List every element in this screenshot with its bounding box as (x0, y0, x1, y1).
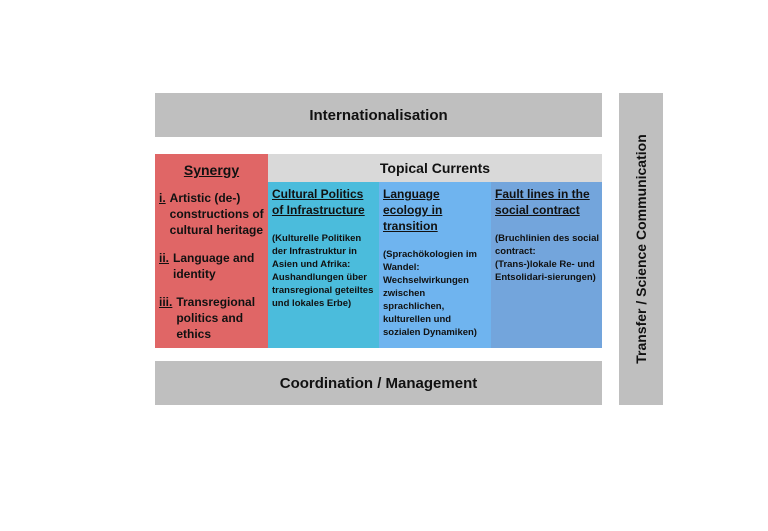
topical-column-infrastructure: Cultural Politics of Infrastructure (Kul… (268, 182, 379, 348)
column-title: Fault lines in the social contract (495, 187, 590, 217)
internationalisation-label: Internationalisation (309, 106, 448, 124)
transfer-label: Transfer / Science Communication (633, 134, 649, 364)
synergy-item-text: Transregional politics and ethics (176, 295, 256, 341)
synergy-item-text: Artistic (de-) constructions of cultural… (169, 191, 264, 237)
synergy-item-number: ii. (159, 251, 170, 265)
synergy-item-number: i. (159, 191, 166, 205)
coordination-label: Coordination / Management (279, 374, 478, 392)
column-description: (Kulturelle Politiken der Infrastruktur … (272, 233, 374, 309)
synergy-title: Synergy (183, 162, 240, 178)
column-description: (Bruchlinien des social contract: (Trans… (495, 233, 599, 283)
column-description: (Sprachökologien im Wandel: Wechselwirku… (383, 249, 477, 338)
synergy-box: Synergy i. Artistic (de-) constructions … (155, 154, 268, 348)
column-title: Language ecology in transition (383, 187, 443, 233)
topical-column-fault-lines: Fault lines in the social contract (Bruc… (491, 182, 602, 348)
synergy-item-text: Language and identity (173, 251, 255, 281)
internationalisation-band: Internationalisation (155, 93, 602, 137)
topical-column-language-ecology: Language ecology in transition (Sprachök… (379, 182, 491, 348)
column-title: Cultural Politics of Infrastructure (272, 187, 365, 217)
topical-currents-title: Topical Currents (379, 160, 491, 176)
synergy-item: i. Artistic (de-) constructions of cultu… (159, 190, 264, 238)
synergy-item-number: iii. (159, 295, 173, 309)
topical-currents-header: Topical Currents (268, 154, 602, 182)
synergy-item: ii. Language and identity (159, 250, 264, 282)
synergy-item: iii. Transregional politics and ethics (159, 294, 264, 342)
transfer-band: Transfer / Science Communication (619, 93, 663, 405)
coordination-band: Coordination / Management (155, 361, 602, 405)
